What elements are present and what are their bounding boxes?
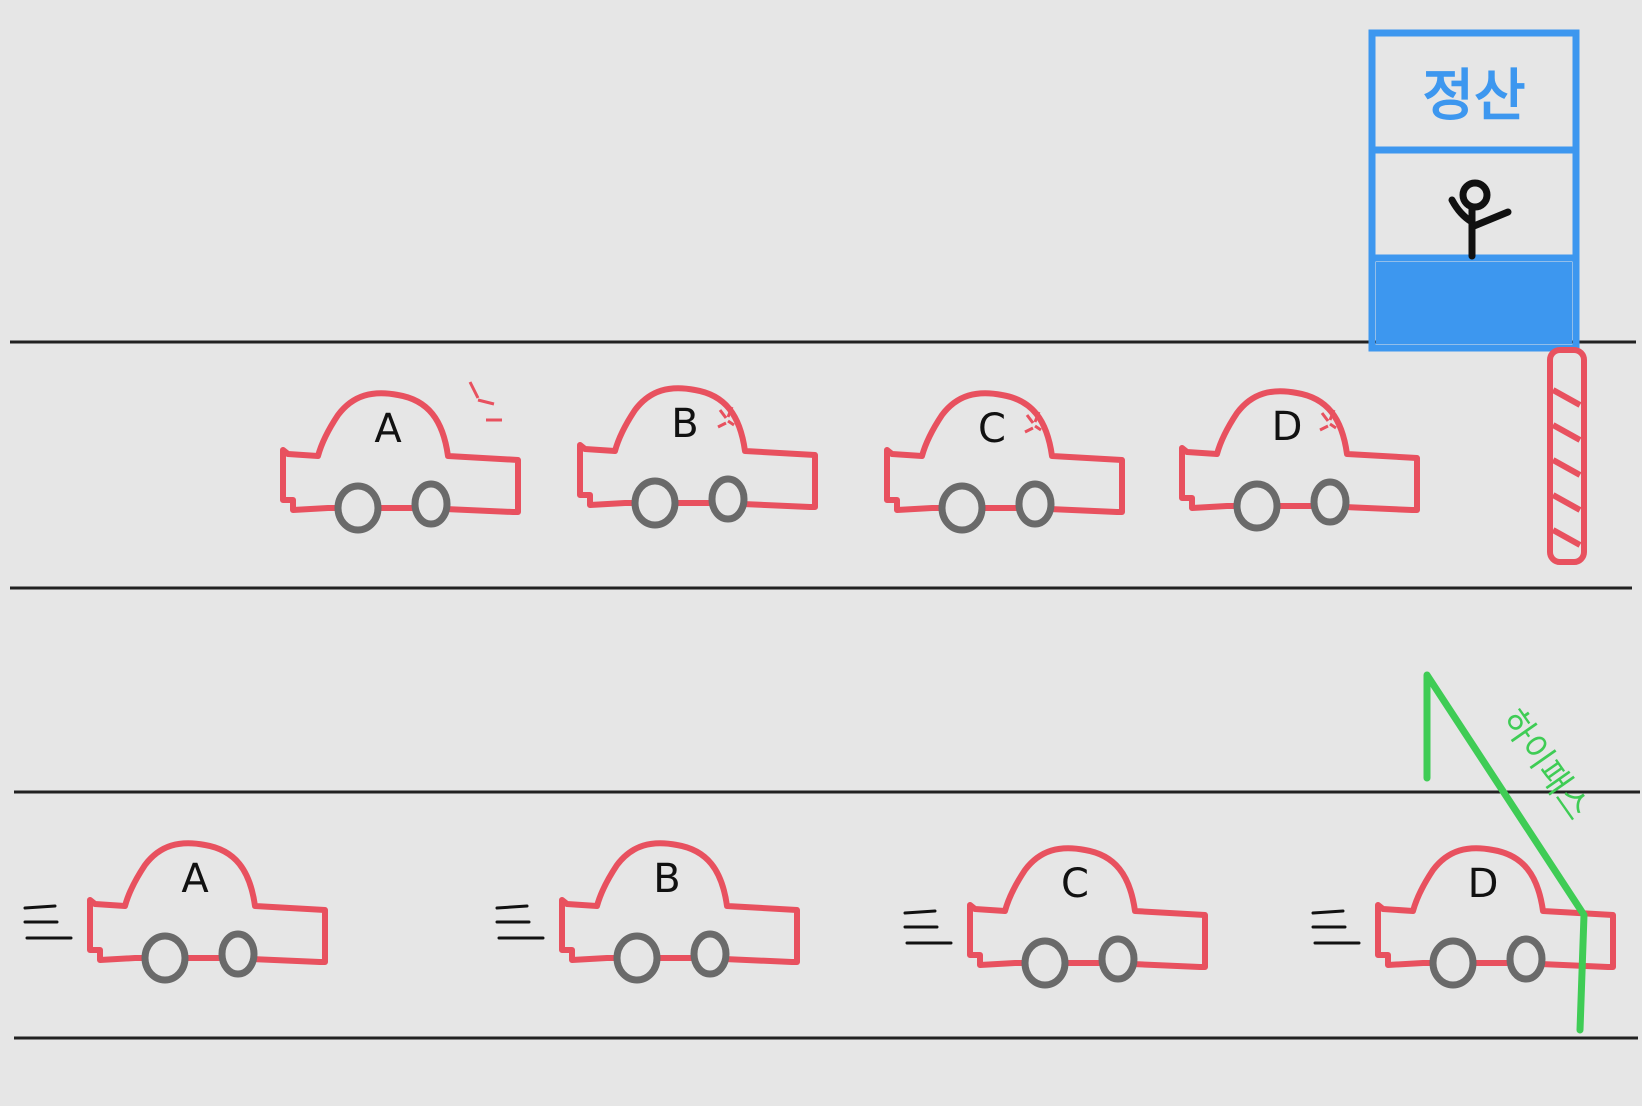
moving-car-a: A [90, 843, 325, 980]
waiting-car-b: B [580, 388, 815, 525]
hipass-arrow [1423, 671, 1588, 1034]
speed-lines-icon [903, 909, 953, 945]
speed-lines-icon [1311, 909, 1361, 945]
car-label: A [374, 406, 402, 452]
anger-mark-icon [1024, 411, 1042, 434]
car-label: C [1061, 861, 1089, 907]
speed-lines-icon [495, 904, 545, 940]
moving-car-c: C [970, 848, 1205, 985]
booth-attendant-icon [1448, 179, 1512, 260]
honk-icon [468, 381, 502, 422]
moving-car-b: B [562, 843, 797, 980]
car-label: C [978, 406, 1006, 452]
toll-gate-bar [1547, 347, 1587, 565]
car-label: B [671, 401, 698, 447]
moving-car-d: D [1378, 848, 1613, 985]
speed-lines-icon [23, 904, 73, 940]
hipass-label: 하이패스 [1493, 702, 1598, 827]
booth-base [1376, 262, 1572, 344]
booth-sign: 정산 [1422, 64, 1525, 129]
anger-mark-icon [1319, 409, 1337, 432]
toll-booth: 정산 [1368, 29, 1580, 352]
car-label: B [653, 856, 680, 902]
waiting-car-d: D [1182, 391, 1417, 528]
car-label: D [1272, 404, 1303, 450]
waiting-car-c: C [887, 393, 1122, 530]
waiting-car-a: A [283, 393, 518, 530]
anger-mark-icon [717, 406, 735, 429]
car-label: D [1468, 861, 1499, 907]
car-label: A [181, 856, 209, 902]
